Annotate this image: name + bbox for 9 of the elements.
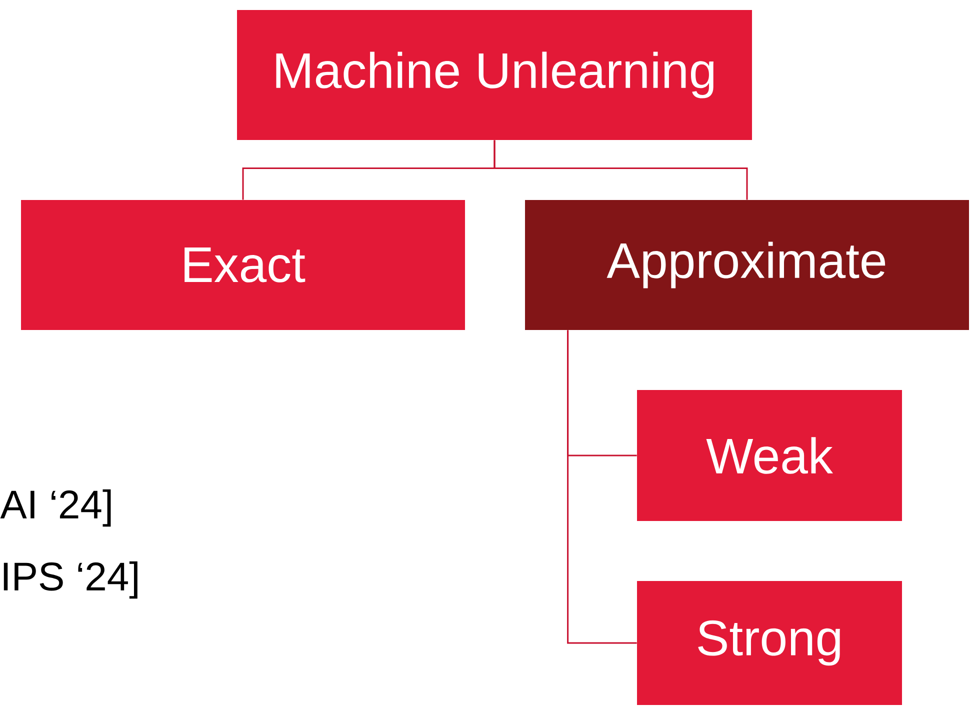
citation-text: AI ‘24] <box>0 489 111 527</box>
connector-line <box>494 140 748 200</box>
category-box: Exact <box>21 200 465 330</box>
category-box: Weak <box>637 390 902 521</box>
category-box: Machine Unlearning <box>237 10 752 140</box>
connector-line <box>567 330 637 644</box>
category-box: Strong <box>637 581 902 705</box>
category-box: Approximate <box>525 200 969 330</box>
citation-text: IPS ‘24] <box>4 561 138 599</box>
